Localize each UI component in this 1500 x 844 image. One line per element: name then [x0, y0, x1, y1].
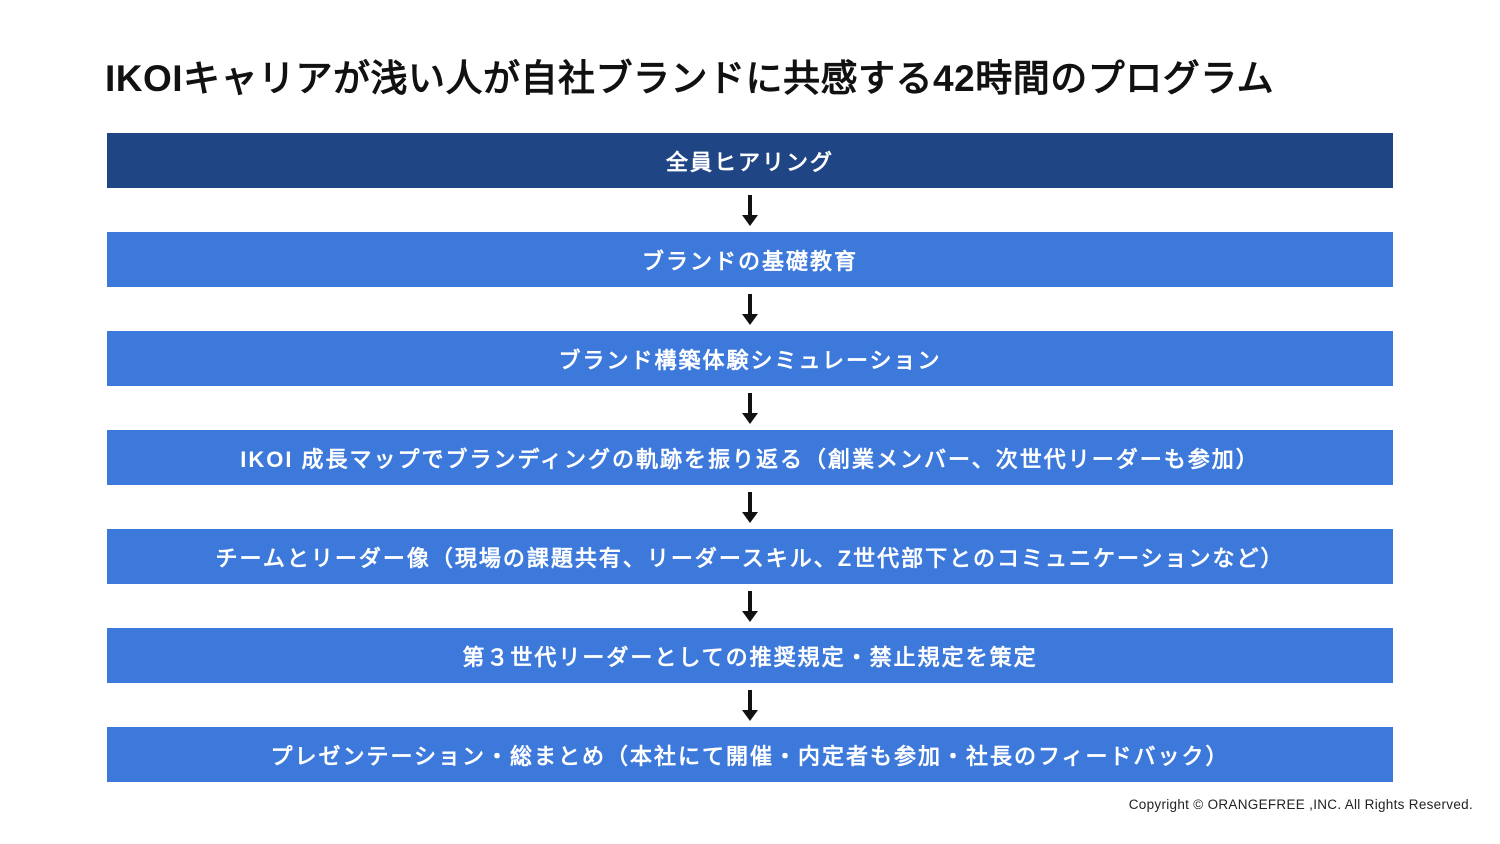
down-arrow-head — [742, 709, 758, 721]
flow-arrow-row — [107, 188, 1393, 232]
flow-arrow-row — [107, 584, 1393, 628]
down-arrow-stem — [748, 689, 752, 710]
down-arrow-icon — [742, 293, 758, 325]
down-arrow-head — [742, 511, 758, 523]
down-arrow-head — [742, 313, 758, 325]
down-arrow-icon — [742, 491, 758, 523]
flow-arrow-row — [107, 485, 1393, 529]
flow-step: IKOI 成長マップでブランディングの軌跡を振り返る（創業メンバー、次世代リーダ… — [107, 430, 1393, 485]
down-arrow-head — [742, 610, 758, 622]
flow-step: ブランドの基礎教育 — [107, 232, 1393, 287]
down-arrow-icon — [742, 590, 758, 622]
flow-step-label: 第３世代リーダーとしての推奨規定・禁止規定を策定 — [462, 644, 1038, 670]
down-arrow-stem — [748, 590, 752, 611]
flow-step: 第３世代リーダーとしての推奨規定・禁止規定を策定 — [107, 628, 1393, 683]
down-arrow-head — [742, 214, 758, 226]
flow-step-label: IKOI 成長マップでブランディングの軌跡を振り返る（創業メンバー、次世代リーダ… — [240, 446, 1260, 472]
down-arrow-icon — [742, 194, 758, 226]
down-arrow-stem — [748, 491, 752, 512]
flow-step: 全員ヒアリング — [107, 133, 1393, 188]
flow-step-label: ブランド構築体験シミュレーション — [558, 347, 942, 373]
flow-step: チームとリーダー像（現場の課題共有、リーダースキル、Z世代部下とのコミュニケーシ… — [107, 529, 1393, 584]
flow-step: プレゼンテーション・総まとめ（本社にて開催・内定者も参加・社長のフィードバック） — [107, 727, 1393, 782]
flow-step-label: チームとリーダー像（現場の課題共有、リーダースキル、Z世代部下とのコミュニケーシ… — [215, 545, 1285, 571]
flow-step: ブランド構築体験シミュレーション — [107, 331, 1393, 386]
flow-step-label: ブランドの基礎教育 — [641, 248, 858, 274]
copyright-text: Copyright © ORANGEFREE ,INC. All Rights … — [1128, 797, 1473, 812]
flow-arrow-row — [107, 287, 1393, 331]
page-title: IKOIキャリアが浅い人が自社ブランドに共感する42時間のプログラム — [105, 58, 1275, 99]
down-arrow-icon — [742, 392, 758, 424]
flow-arrow-row — [107, 386, 1393, 430]
down-arrow-stem — [748, 293, 752, 314]
down-arrow-icon — [742, 689, 758, 721]
flow-step-label: 全員ヒアリング — [665, 149, 834, 175]
flow-diagram: 全員ヒアリング ブランドの基礎教育 ブランド構築体験シミュレーション IKOI … — [107, 133, 1393, 782]
flow-arrow-row — [107, 683, 1393, 727]
down-arrow-head — [742, 412, 758, 424]
down-arrow-stem — [748, 392, 752, 413]
down-arrow-stem — [748, 194, 752, 215]
flow-step-label: プレゼンテーション・総まとめ（本社にて開催・内定者も参加・社長のフィードバック） — [270, 743, 1230, 769]
